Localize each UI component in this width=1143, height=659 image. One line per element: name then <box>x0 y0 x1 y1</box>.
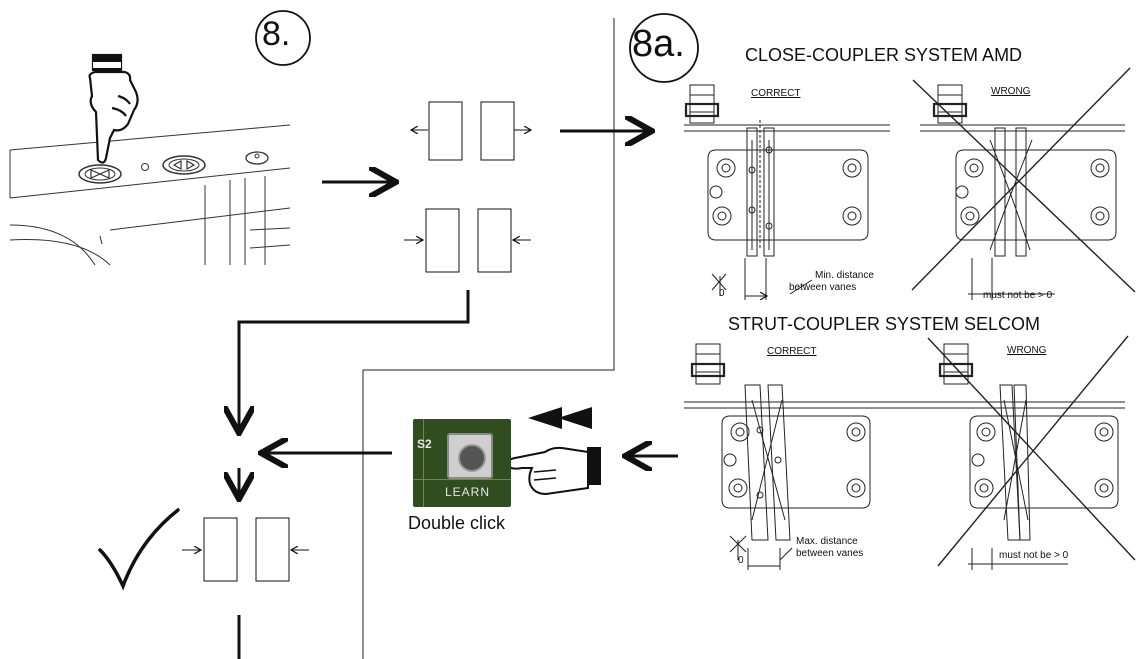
vanes-closed-final <box>182 517 309 582</box>
selcom-max-distance-1: Max. distance <box>796 536 858 547</box>
selcom-correct-label: CORRECT <box>767 346 817 357</box>
selcom-wrong-diagram <box>927 335 1136 570</box>
selcom-zero: 0 <box>738 555 744 566</box>
learn-label: LEARN <box>445 485 491 499</box>
pcb-trace <box>413 479 511 480</box>
flow-line <box>239 290 470 430</box>
pressing-hand-icon <box>506 446 601 496</box>
step-8-label: 8. <box>262 15 291 53</box>
pointing-hand-icon <box>88 53 139 164</box>
amd-wrong-label: WRONG <box>991 86 1031 97</box>
selcom-wrong-label: WRONG <box>1007 345 1047 356</box>
operator-panel <box>9 124 291 266</box>
double-click-caption: Double click <box>408 513 506 533</box>
amd-correct-label: CORRECT <box>751 88 801 99</box>
amd-wrong-diagram <box>911 67 1136 300</box>
double-click-arrows-icon <box>528 407 592 429</box>
amd-zero: 0 <box>719 288 725 299</box>
vanes-closing <box>404 208 531 273</box>
learn-button[interactable] <box>447 433 493 479</box>
vanes-opening <box>412 101 530 161</box>
selcom-must-not: must not be > 0 <box>999 550 1069 561</box>
checkmark-icon <box>98 508 180 591</box>
learn-button-photo: S2 LEARN <box>413 419 511 507</box>
selcom-max-distance-2: between vanes <box>796 548 864 559</box>
step-8a-label: 8a. <box>632 23 685 65</box>
amd-correct-diagram <box>684 84 869 300</box>
pcb-label: S2 <box>417 437 432 451</box>
step-8a-circle <box>629 13 699 83</box>
selcom-title: STRUT-COUPLER SYSTEM SELCOM <box>728 314 1041 334</box>
selcom-correct-diagram <box>690 343 871 570</box>
amd-min-distance-1: Min. distance <box>815 270 874 281</box>
amd-must-not: must not be > 0 <box>983 290 1053 301</box>
learn-button-cap <box>458 444 486 472</box>
open-button <box>162 155 206 175</box>
close-button <box>78 164 122 184</box>
pcb-trace <box>423 419 424 507</box>
amd-min-distance-2: between vanes <box>789 282 857 293</box>
section-divider <box>362 18 615 659</box>
step-8-circle <box>255 10 311 66</box>
amd-title: CLOSE-COUPLER SYSTEM AMD <box>745 45 1023 65</box>
